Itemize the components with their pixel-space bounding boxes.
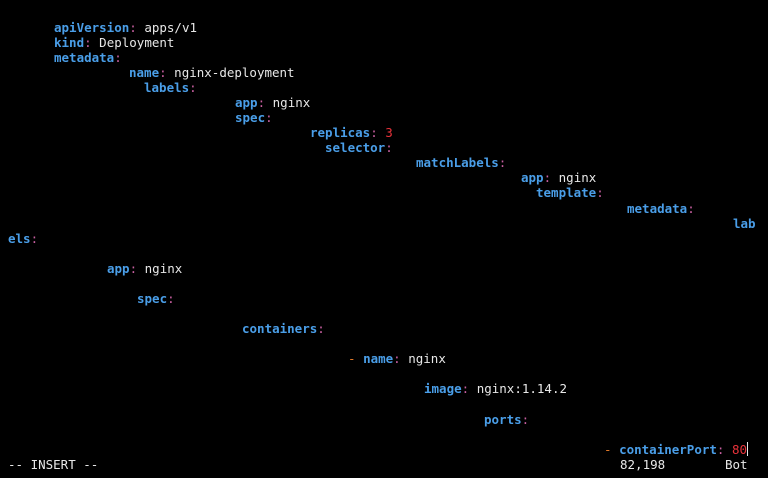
yaml-line: metadata: (54, 50, 122, 65)
yaml-colon: : (167, 291, 175, 306)
yaml-key: metadata (54, 50, 115, 65)
yaml-colon: : (370, 125, 378, 140)
mode-indicator: -- INSERT -- (8, 457, 99, 472)
yaml-line: app: nginx (107, 261, 182, 276)
yaml-colon: : (129, 20, 137, 35)
scroll-indicator: Bot (725, 457, 748, 472)
yaml-key: template (536, 185, 597, 200)
yaml-colon: : (129, 261, 138, 276)
yaml-line: lab (733, 216, 756, 231)
yaml-line: app: nginx (235, 95, 310, 110)
yaml-line: ports: (484, 412, 529, 427)
yaml-colon: : (265, 110, 273, 125)
yaml-key: name (363, 351, 394, 366)
yaml-value: nginx (144, 261, 183, 276)
yaml-value: apps/v1 (144, 20, 198, 35)
yaml-key: containerPort (619, 442, 717, 457)
yaml-colon: : (596, 185, 604, 200)
yaml-value: nginx (272, 95, 311, 110)
yaml-key: name (129, 65, 160, 80)
yaml-colon: : (543, 170, 552, 185)
yaml-colon: : (521, 412, 530, 427)
yaml-number-under-cursor: 0 (739, 442, 748, 457)
yaml-value: nginx:1.14.2 (476, 381, 568, 396)
cursor-position: 82,198 (620, 457, 666, 472)
yaml-colon: : (257, 95, 266, 110)
yaml-line: spec: (235, 110, 273, 125)
yaml-key: kind (54, 35, 85, 50)
yaml-line: matchLabels: (416, 155, 506, 170)
yaml-line: - name: nginx (348, 351, 446, 366)
yaml-value: Deployment (99, 35, 175, 50)
yaml-value: nginx-deployment (174, 65, 295, 80)
yaml-line: selector: (325, 140, 393, 155)
yaml-key: replicas (310, 125, 371, 140)
yaml-key: spec (137, 291, 168, 306)
yaml-key: containers (242, 321, 318, 336)
yaml-line: template: (536, 185, 604, 200)
yaml-colon: : (498, 155, 507, 170)
yaml-key: image (424, 381, 462, 396)
yaml-colon: : (393, 351, 401, 366)
yaml-line: name: nginx-deployment (129, 65, 295, 80)
yaml-key: labels (144, 80, 190, 95)
yaml-colon: : (687, 201, 695, 216)
yaml-key: metadata (627, 201, 688, 216)
text-cursor (747, 442, 749, 456)
yaml-value: nginx (408, 351, 446, 366)
yaml-key: els (8, 231, 31, 246)
yaml-number: 8 (731, 442, 740, 457)
yaml-line: replicas: 3 (310, 125, 393, 140)
yaml-key: lab (733, 216, 756, 231)
yaml-line: kind: Deployment (54, 35, 174, 50)
yaml-key: app (107, 261, 130, 276)
yaml-key: ports (484, 412, 522, 427)
yaml-key: selector (325, 140, 386, 155)
yaml-colon: : (189, 80, 197, 95)
yaml-key: apiVersion (54, 20, 130, 35)
yaml-line: app: nginx (521, 170, 596, 185)
yaml-colon: : (159, 65, 167, 80)
yaml-colon: : (84, 35, 92, 50)
yaml-key: matchLabels (416, 155, 499, 170)
yaml-key: spec (235, 110, 266, 125)
yaml-colon: : (461, 381, 470, 396)
yaml-number: 3 (385, 125, 393, 140)
yaml-list-dash: - (604, 442, 612, 457)
yaml-colon: : (114, 50, 122, 65)
yaml-line: apiVersion: apps/v1 (54, 20, 197, 35)
yaml-colon: : (30, 231, 39, 246)
yaml-value: nginx (558, 170, 597, 185)
yaml-line: image: nginx:1.14.2 (424, 381, 567, 396)
yaml-line: els: (8, 231, 38, 246)
yaml-line: containers: (242, 321, 325, 336)
yaml-colon: : (716, 442, 725, 457)
yaml-colon: : (317, 321, 325, 336)
yaml-line: - containerPort: 80 (604, 442, 749, 457)
yaml-list-dash: - (348, 351, 356, 366)
yaml-key: app (235, 95, 258, 110)
yaml-colon: : (385, 140, 393, 155)
yaml-line: spec: (137, 291, 175, 306)
yaml-line: labels: (144, 80, 197, 95)
yaml-key: app (521, 170, 544, 185)
yaml-line: metadata: (627, 201, 695, 216)
